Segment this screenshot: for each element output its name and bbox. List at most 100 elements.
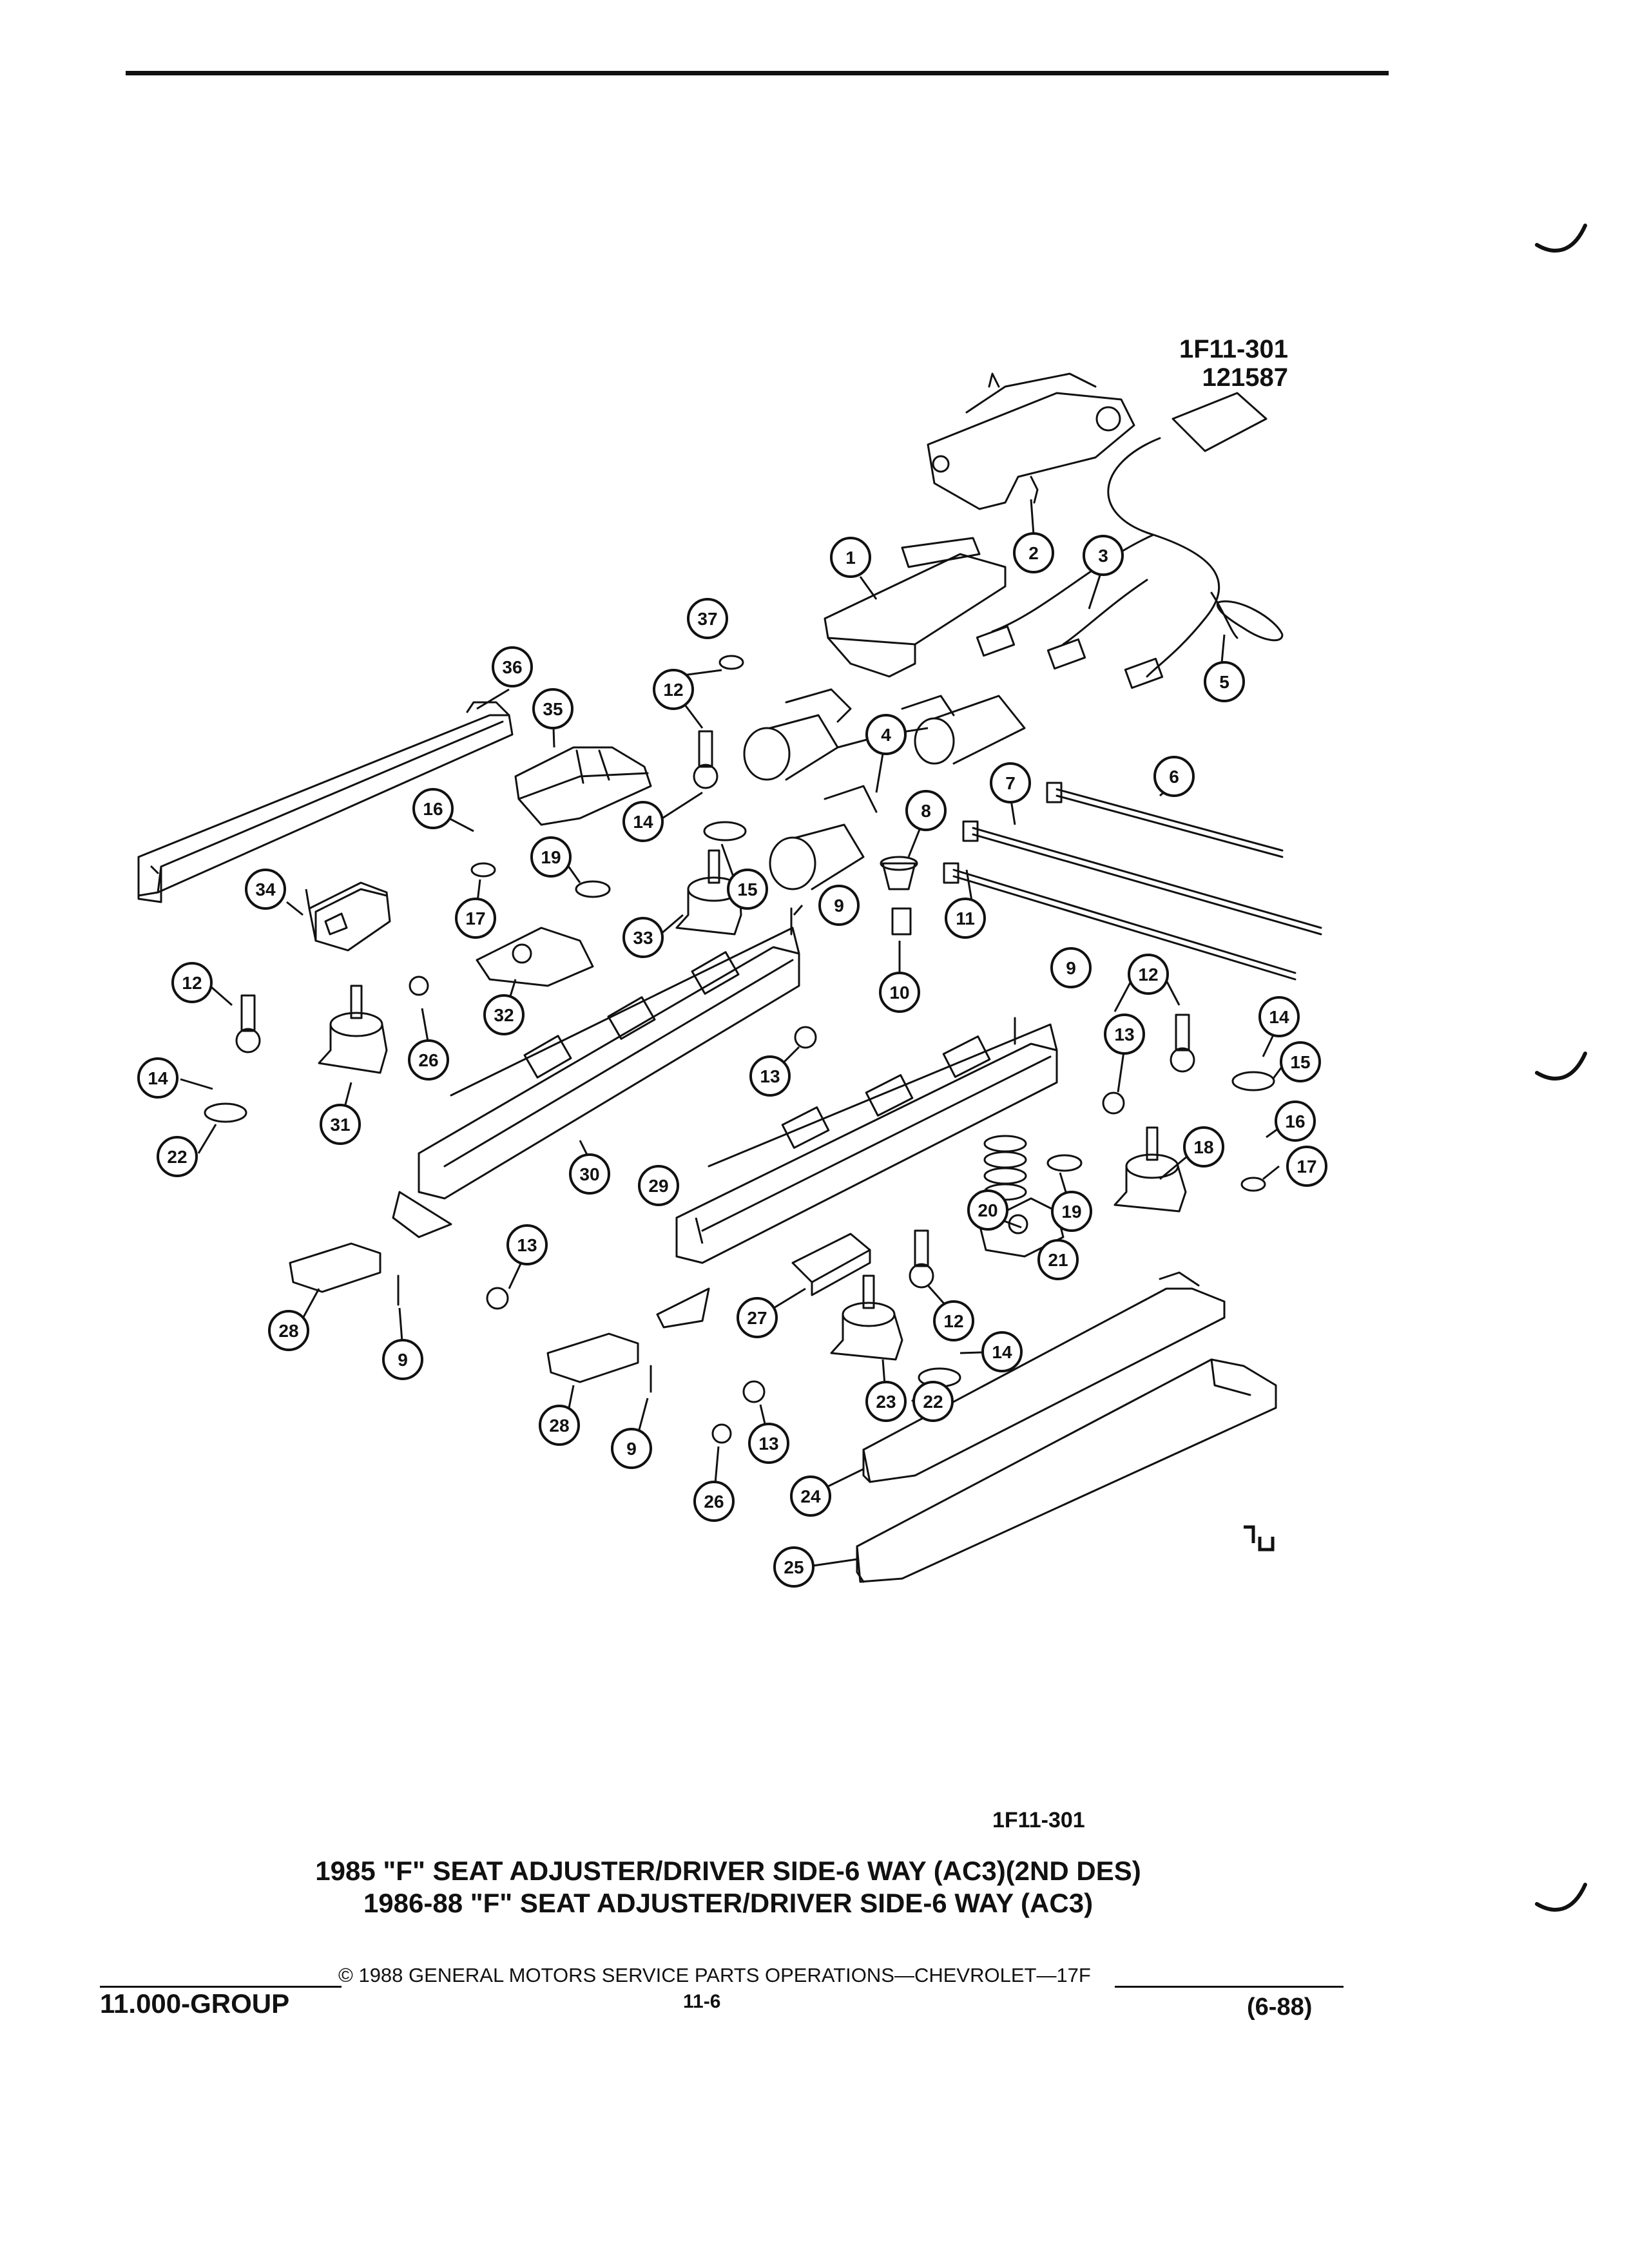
figure-date-code: 121587	[1202, 363, 1289, 392]
callout-32	[483, 994, 525, 1035]
callout-label-28a: 28	[278, 1321, 298, 1341]
copyright-notice: © 1988 GENERAL MOTORS SERVICE PARTS OPER…	[338, 1964, 1091, 1986]
callout-36	[492, 646, 533, 687]
part-34-drawing	[308, 881, 391, 952]
callout-label-7: 7	[1005, 773, 1016, 793]
callout-label-35: 35	[543, 699, 563, 719]
callout-12a	[653, 669, 694, 710]
callout-label-4: 4	[881, 725, 891, 745]
callout-28b	[539, 1405, 580, 1446]
callout-label-15b: 15	[1290, 1052, 1310, 1072]
callout-label-3: 3	[1098, 546, 1108, 566]
part-24-drawing	[862, 1271, 1226, 1483]
callout-1	[830, 537, 871, 578]
callout-12c	[1128, 954, 1169, 995]
callout-label-27: 27	[747, 1308, 767, 1328]
callout-label-21: 21	[1048, 1250, 1068, 1270]
part-10-drawing	[891, 907, 912, 936]
callout-19a	[530, 836, 572, 878]
callout-22a	[157, 1136, 198, 1177]
callout-18	[1183, 1126, 1224, 1168]
callout-label-11: 11	[956, 908, 975, 928]
callout-21	[1037, 1239, 1079, 1280]
callout-label-12c: 12	[1138, 965, 1158, 985]
callout-label-13a: 13	[760, 1066, 780, 1086]
callout-10	[879, 972, 920, 1013]
callout-label-16a: 16	[423, 799, 443, 819]
part-27-drawing	[791, 1233, 871, 1296]
footer-rule-right	[1115, 1986, 1344, 1988]
callout-9d	[611, 1428, 652, 1469]
callout-37	[687, 598, 728, 639]
figure-caption-line-2: 1986-88 "F" SEAT ADJUSTER/DRIVER SIDE-6 …	[363, 1888, 1094, 1918]
callout-label-34: 34	[255, 879, 276, 899]
callout-14d	[981, 1331, 1023, 1372]
callout-13d	[748, 1423, 789, 1464]
part-9-26-screws-drawing	[397, 907, 1016, 1444]
callout-label-14c: 14	[1269, 1007, 1289, 1027]
callout-label-29: 29	[648, 1176, 668, 1196]
part-12-drawing	[235, 730, 1195, 1289]
callout-26a	[408, 1039, 449, 1081]
part-5-drawing	[1216, 600, 1284, 642]
callout-13b	[1104, 1014, 1145, 1055]
callout-label-13c: 13	[517, 1235, 537, 1255]
callout-label-6: 6	[1169, 767, 1179, 787]
part-6-7-11-drawing	[943, 782, 1322, 981]
callout-13a	[749, 1055, 791, 1097]
callout-20	[967, 1189, 1008, 1231]
callout-31	[320, 1104, 361, 1145]
callout-34	[245, 869, 286, 910]
figure-id: 1F11-301	[1179, 335, 1289, 363]
callout-label-17a: 17	[465, 908, 485, 928]
callout-8	[905, 790, 947, 831]
part-36-drawing	[137, 701, 514, 903]
callout-35	[532, 688, 574, 729]
callout-5	[1204, 661, 1245, 702]
callout-label-32: 32	[494, 1005, 514, 1025]
callout-16a	[412, 788, 454, 829]
callout-label-25: 25	[784, 1557, 804, 1577]
callout-2	[1013, 532, 1054, 573]
callout-label-33: 33	[633, 928, 653, 948]
callout-label-18: 18	[1193, 1137, 1213, 1157]
callout-label-8: 8	[921, 801, 931, 821]
callout-label-14d: 14	[992, 1342, 1012, 1362]
part-23-drawing	[830, 1274, 903, 1361]
callout-22b	[912, 1381, 954, 1422]
callout-label-20: 20	[978, 1200, 998, 1220]
callout-label-2: 2	[1028, 543, 1039, 563]
callout-label-30: 30	[579, 1164, 599, 1184]
callout-label-26a: 26	[418, 1050, 438, 1070]
callout-29	[638, 1165, 679, 1206]
callout-label-5: 5	[1219, 672, 1229, 692]
callout-label-24: 24	[800, 1486, 821, 1506]
part-21-drawing	[978, 1197, 1065, 1258]
callout-16b	[1275, 1100, 1316, 1142]
callout-12d	[933, 1300, 974, 1341]
part-25-drawing	[856, 1358, 1277, 1583]
callout-28a	[268, 1310, 309, 1351]
callout-6	[1153, 756, 1195, 797]
callout-label-19b: 19	[1061, 1202, 1081, 1222]
callout-label-16b: 16	[1285, 1111, 1305, 1131]
part-31-drawing	[318, 985, 388, 1074]
callout-33	[622, 917, 664, 958]
callout-14a	[622, 801, 664, 842]
callout-label-9c: 9	[398, 1350, 408, 1370]
callout-24	[790, 1475, 831, 1517]
callout-14b	[137, 1057, 178, 1099]
part-18-drawing	[1113, 1126, 1187, 1213]
figure-code: 1F11-301 121587	[1179, 335, 1288, 392]
top-rule	[126, 71, 1389, 75]
part-35-drawing	[514, 746, 652, 826]
callout-label-31: 31	[330, 1115, 350, 1135]
callout-label-22a: 22	[167, 1147, 187, 1167]
callout-19b	[1051, 1191, 1092, 1232]
callout-label-17b: 17	[1296, 1157, 1316, 1177]
callout-17b	[1286, 1146, 1327, 1187]
callout-label-23: 23	[876, 1392, 896, 1412]
callout-12b	[171, 962, 213, 1003]
callout-label-26b: 26	[704, 1492, 724, 1512]
